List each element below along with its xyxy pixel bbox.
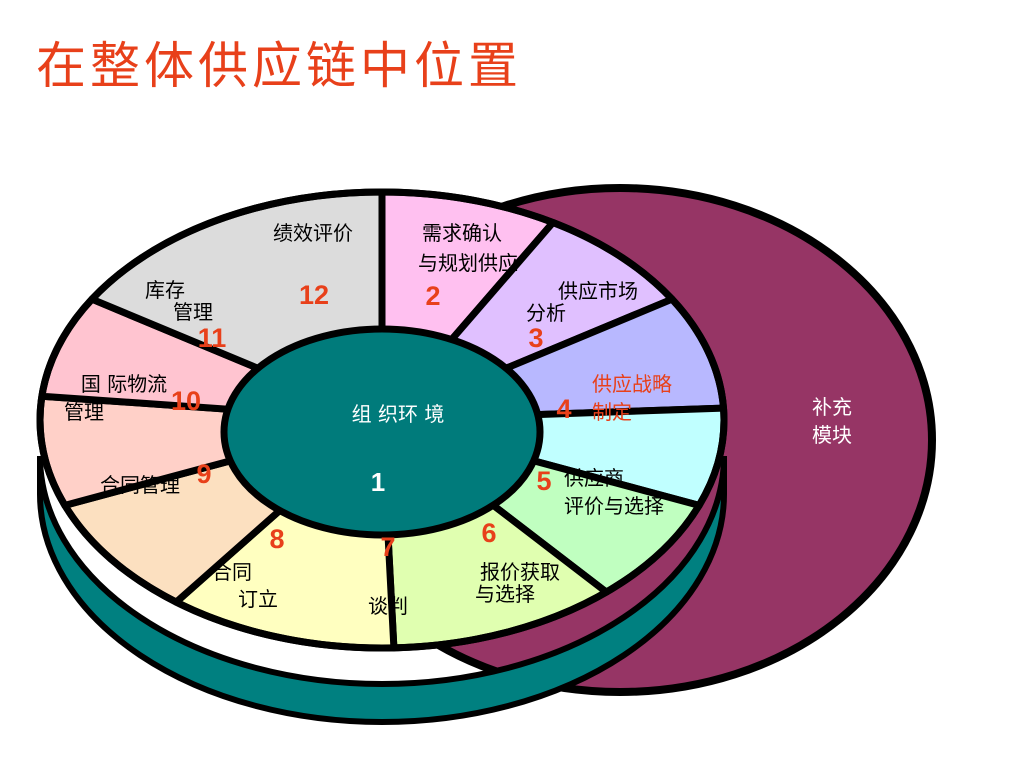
segment-4-label-line2: 制定 [592, 400, 632, 424]
segment-10-number: 10 [171, 386, 201, 416]
center-number: 1 [371, 467, 385, 497]
segment-2-number: 2 [425, 281, 440, 311]
segment-11-number: 11 [198, 323, 227, 353]
segment-6-label-line1: 报价获取 [480, 560, 560, 584]
center-label: 组 织环 境 [352, 402, 445, 426]
segment-4-label-line1: 供应战略 [592, 372, 672, 396]
segment-11-label-line1: 库存 [145, 278, 185, 302]
segment-8-number: 8 [269, 524, 284, 554]
segment-5-label-line1: 供应商 [564, 466, 624, 490]
segment-10-label-line2: 管理 [64, 400, 104, 424]
segment-6-label-line2: 与选择 [475, 582, 535, 606]
segment-3-label-line2: 分析 [526, 301, 566, 325]
supplement-label-line2: 模块 [812, 423, 852, 447]
center-hub: 组 织环 境 1 [220, 325, 544, 539]
segment-9-label-line1: 合同管理 [100, 473, 180, 497]
page-title: 在整体供应链中位置 [36, 37, 522, 95]
segment-2-label-line2: 与规划供应 [418, 251, 518, 275]
segment-9-number: 9 [196, 459, 211, 489]
segment-12-number: 12 [299, 280, 329, 310]
segment-4-number: 4 [556, 394, 571, 424]
segment-12-label-line1: 绩效评价 [273, 221, 353, 245]
segment-3-label-line1: 供应市场 [558, 279, 638, 303]
supplement-label-line1: 补充 [812, 395, 852, 419]
segment-8-label-line2: 订立 [238, 587, 278, 611]
segment-7-label-line1: 谈判 [368, 594, 408, 618]
wheel-rim [37, 455, 727, 725]
segment-6-number: 6 [481, 518, 496, 548]
segment-5-number: 5 [536, 466, 551, 496]
segment-2-label-line1: 需求确认 [422, 221, 502, 245]
segment-5-label-line2: 评价与选择 [564, 494, 664, 518]
segment-7-number: 7 [380, 532, 395, 562]
segment-11-label-line2: 管理 [173, 300, 213, 324]
center-ellipse [220, 325, 544, 539]
wheel-outline [36, 188, 728, 652]
segment-8-label-line1: 合同 [212, 560, 252, 584]
segment-3-number: 3 [528, 323, 543, 353]
segment-10-label-line1: 国 际物流 [81, 372, 167, 396]
